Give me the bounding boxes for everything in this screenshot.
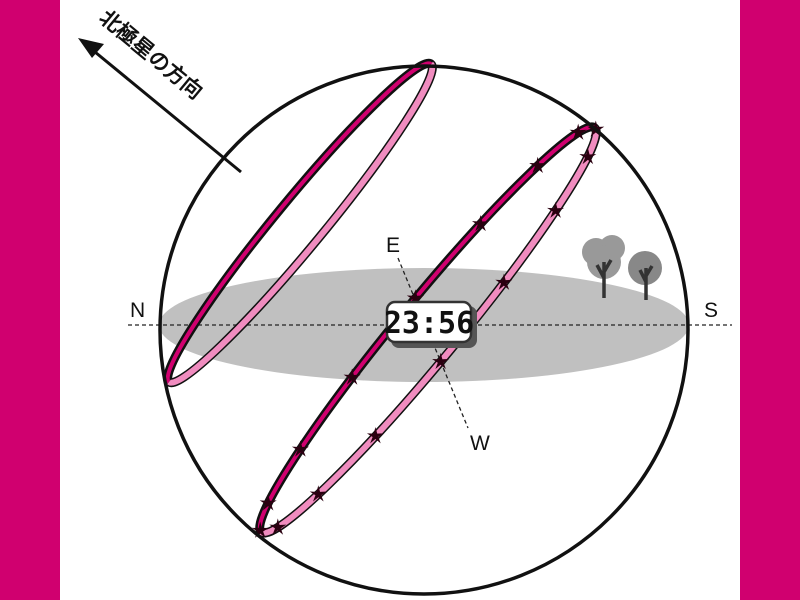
- south-label: S: [704, 299, 718, 322]
- polaris-direction-label: 北極星の方向: [95, 5, 207, 104]
- star-icon: [529, 156, 547, 173]
- tree-icon: [628, 251, 662, 300]
- north-label: N: [130, 299, 145, 322]
- star-icon: [432, 352, 450, 369]
- star-icon: [259, 494, 277, 511]
- star-icon: [269, 518, 287, 535]
- west-label: W: [470, 432, 490, 455]
- north-arrow-icon: [78, 38, 242, 174]
- star-icon: [366, 427, 385, 444]
- polar-star-orbit: [163, 58, 437, 388]
- digital-clock-icon: 23:56: [384, 300, 477, 348]
- star-icon: [406, 289, 424, 306]
- star-icon: [309, 485, 327, 502]
- star-icon: [547, 201, 565, 218]
- star-icon: [471, 214, 490, 232]
- star-icon: [569, 123, 587, 140]
- star-icon: [251, 521, 269, 538]
- east-label: E: [386, 234, 400, 257]
- tree-icon: [582, 235, 625, 298]
- clock-time: 23:56: [384, 306, 474, 341]
- star-icon: [343, 368, 361, 385]
- star-icon: [291, 440, 309, 457]
- star-icon: [579, 147, 597, 165]
- star-icon: [495, 273, 513, 290]
- celestial-sphere: [158, 64, 690, 596]
